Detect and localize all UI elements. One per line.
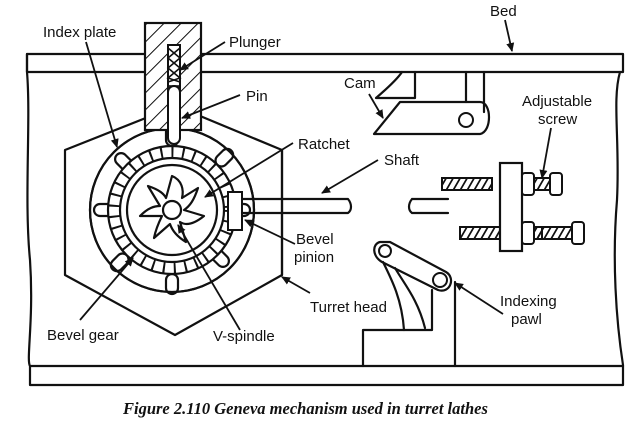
label-shaft: Shaft (384, 152, 420, 169)
pin (167, 85, 181, 145)
label-turret-head: Turret head (310, 299, 387, 316)
label-index-plate: Index plate (43, 24, 116, 41)
label-bevel-pinion-1: Bevel (296, 231, 334, 248)
figure-caption: Figure 2.110 Geneva mechanism used in tu… (122, 399, 488, 418)
ratchet (138, 174, 206, 244)
label-ratchet: Ratchet (298, 136, 351, 153)
cam (372, 70, 491, 136)
label-bed: Bed (490, 3, 517, 20)
label-indexing-pawl-1: Indexing (500, 293, 557, 310)
adjustable-screw (441, 161, 585, 253)
label-indexing-pawl-2: pawl (511, 311, 542, 328)
label-pin: Pin (246, 88, 268, 105)
label-plunger: Plunger (229, 34, 281, 51)
label-v-spindle: V-spindle (213, 328, 275, 345)
bed-frame (25, 52, 625, 387)
label-adjustable-screw-1: Adjustable (522, 93, 592, 110)
label-bevel-pinion-2: pinion (294, 249, 334, 266)
leader-lines (79, 19, 552, 331)
indexing-pawl (361, 240, 457, 368)
label-cam: Cam (344, 75, 376, 92)
shaft (227, 191, 450, 231)
label-adjustable-screw-2: screw (538, 111, 577, 128)
label-bevel-gear: Bevel gear (47, 327, 119, 344)
